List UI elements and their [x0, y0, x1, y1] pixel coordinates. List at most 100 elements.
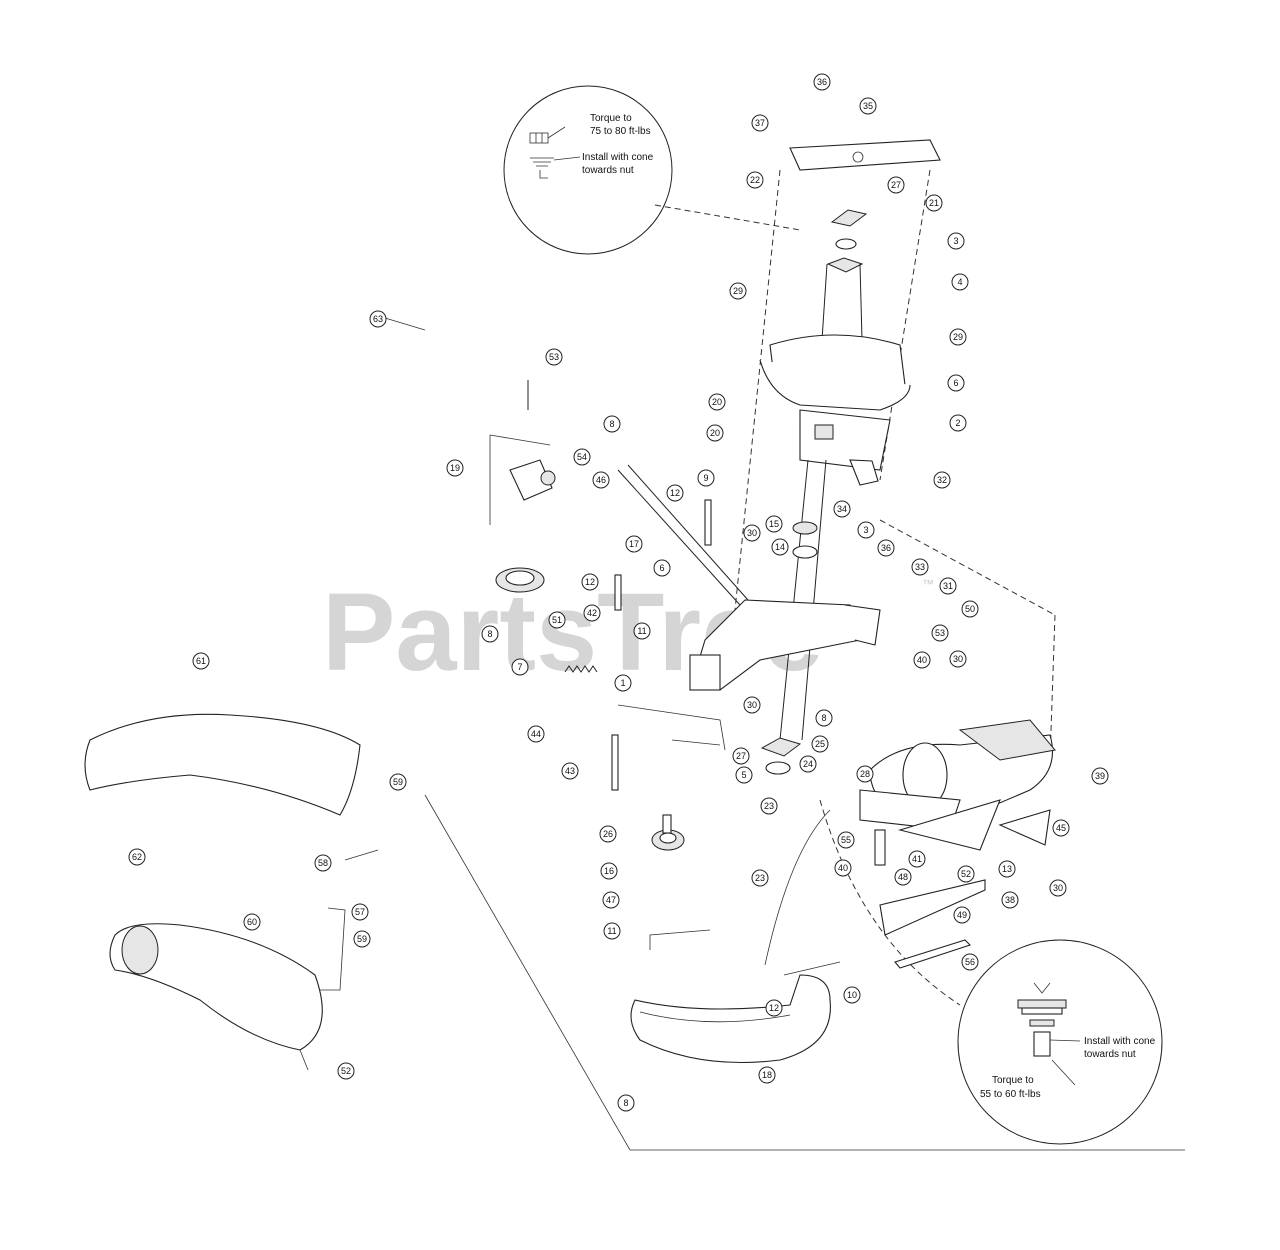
callout-number: 4: [957, 277, 962, 287]
callout-number: 18: [762, 1070, 772, 1080]
callout-number: 30: [747, 700, 757, 710]
callout-45: 45: [1052, 819, 1070, 837]
callout-circle: [192, 652, 210, 670]
callout-15: 15: [765, 515, 783, 533]
callout-30: 30: [1049, 879, 1067, 897]
callout-number: 12: [670, 488, 680, 498]
note-bottom-torque-line2: 55 to 60 ft-lbs: [980, 1089, 1041, 1100]
note-top-torque-line2: 75 to 80 ft-lbs: [590, 126, 651, 137]
callout-number: 22: [750, 175, 760, 185]
callout-number: 2: [955, 418, 960, 428]
callout-circle: [581, 573, 599, 591]
note-bottom-install-line2: towards nut: [1084, 1049, 1136, 1060]
callout-57: 57: [351, 903, 369, 921]
callout-circle: [947, 232, 965, 250]
callout-number: 27: [891, 180, 901, 190]
callout-circle: [911, 558, 929, 576]
callout-circle: [877, 539, 895, 557]
callout-43: 43: [561, 762, 579, 780]
callout-number: 53: [549, 352, 559, 362]
callout-1: 1: [614, 674, 632, 692]
callout-36: 36: [813, 73, 831, 91]
callout-number: 3: [863, 525, 868, 535]
callout-circle: [389, 773, 407, 791]
callout-circle: [625, 535, 643, 553]
callout-number: 23: [755, 873, 765, 883]
assembly-drawing: [84, 139, 1185, 1151]
callout-circle: [859, 97, 877, 115]
callout-number: 33: [915, 562, 925, 572]
callout-44: 44: [527, 725, 545, 743]
callout-circle: [811, 735, 829, 753]
callout-circle: [961, 953, 979, 971]
callout-27: 27: [732, 747, 750, 765]
callout-8: 8: [617, 1094, 635, 1112]
callout-33: 33: [911, 558, 929, 576]
callout-37: 37: [751, 114, 769, 132]
callout-number: 43: [565, 766, 575, 776]
callout-28: 28: [856, 765, 874, 783]
callout-40: 40: [834, 859, 852, 877]
callout-number: 41: [912, 854, 922, 864]
callout-29: 29: [949, 328, 967, 346]
callout-circle: [746, 171, 764, 189]
callout-41: 41: [908, 850, 926, 868]
callout-circle: [751, 869, 769, 887]
note-bottom-torque-line1: Torque to: [992, 1075, 1034, 1086]
callout-number: 28: [860, 769, 870, 779]
callout-19: 19: [446, 459, 464, 477]
callout-60: 60: [243, 913, 261, 931]
callout-circle: [603, 922, 621, 940]
callout-number: 31: [943, 581, 953, 591]
callout-48: 48: [894, 868, 912, 886]
callout-16: 16: [600, 862, 618, 880]
callout-59: 59: [353, 930, 371, 948]
callout-40: 40: [913, 651, 931, 669]
callout-number: 8: [609, 419, 614, 429]
callout-number: 6: [659, 563, 664, 573]
callout-51: 51: [548, 611, 566, 629]
callout-35: 35: [859, 97, 877, 115]
callout-number: 7: [517, 662, 522, 672]
callout-46: 46: [592, 471, 610, 489]
callout-circle: [857, 521, 875, 539]
callout-circle: [337, 1062, 355, 1080]
callout-circle: [243, 913, 261, 931]
callout-circle: [1001, 891, 1019, 909]
callout-30: 30: [743, 524, 761, 542]
callout-circle: [939, 577, 957, 595]
callout-30: 30: [743, 696, 761, 714]
callout-6: 6: [947, 374, 965, 392]
callout-circle: [1052, 819, 1070, 837]
callout-circle: [583, 604, 601, 622]
callout-61: 61: [192, 652, 210, 670]
callout-21: 21: [925, 194, 943, 212]
callout-number: 59: [393, 777, 403, 787]
callout-number: 36: [881, 543, 891, 553]
callout-circle: [760, 797, 778, 815]
callout-number: 5: [741, 770, 746, 780]
callout-32: 32: [933, 471, 951, 489]
callout-circle: [837, 831, 855, 849]
callout-number: 8: [487, 629, 492, 639]
callout-circle: [947, 374, 965, 392]
note-bottom-install-line1: Install with cone: [1084, 1036, 1156, 1047]
note-top-install-line1: Install with cone: [582, 152, 654, 163]
callout-number: 6: [953, 378, 958, 388]
callout-14: 14: [771, 538, 789, 556]
callout-number: 29: [733, 286, 743, 296]
callout-10: 10: [843, 986, 861, 1004]
callout-number: 8: [623, 1098, 628, 1108]
callout-number: 24: [803, 759, 813, 769]
callout-circle: [128, 848, 146, 866]
callout-circle: [369, 310, 387, 328]
callout-circle: [953, 906, 971, 924]
callout-56: 56: [961, 953, 979, 971]
callout-circle: [834, 859, 852, 877]
callout-circle: [481, 625, 499, 643]
callout-circle: [908, 850, 926, 868]
callout-circle: [843, 986, 861, 1004]
callout-circle: [931, 624, 949, 642]
callout-8: 8: [815, 709, 833, 727]
callout-17: 17: [625, 535, 643, 553]
